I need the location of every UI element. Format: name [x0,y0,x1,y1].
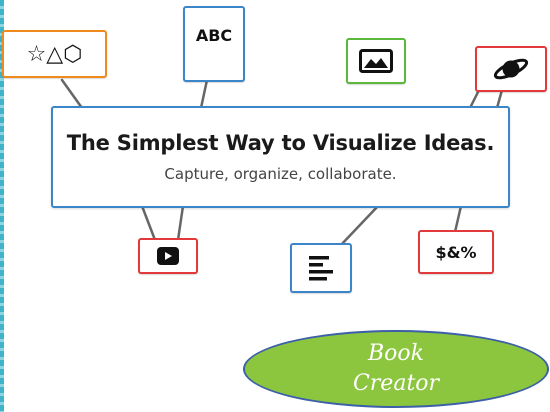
connector-video-2 [176,204,185,242]
shapes-node[interactable]: ☆△⬡ [2,30,107,78]
connector-doc [338,204,380,248]
central-topic-title: The Simplest Way to Visualize Ideas. [66,131,495,155]
connector-symbols [453,204,463,234]
text-node[interactable]: ABC [183,6,245,82]
text-lines-icon [309,256,333,281]
symbols-node[interactable]: $&% [418,230,494,274]
left-border-stripe [0,0,4,412]
video-node[interactable] [138,238,198,274]
symbols-node-label: $&% [435,242,477,262]
planet-node[interactable] [475,46,547,92]
connector-planet-2 [495,88,504,110]
document-node[interactable] [290,243,352,293]
shapes-icon: ☆△⬡ [26,41,83,67]
planet-icon [493,58,529,80]
image-node[interactable] [346,38,406,84]
connector-planet-1 [468,88,481,110]
connector-text [199,78,209,110]
connector-shapes [60,78,84,110]
badge-line-1: Book [368,341,424,366]
book-creator-badge[interactable]: Book Creator [243,330,549,408]
connector-video-1 [140,204,157,242]
badge-line-2: Creator [352,371,440,396]
video-play-icon [157,247,179,265]
central-topic-subtitle: Capture, organize, collaborate. [164,165,397,183]
image-icon [359,49,393,73]
central-topic-card[interactable]: The Simplest Way to Visualize Ideas. Cap… [51,106,510,208]
text-node-label: ABC [195,26,233,45]
